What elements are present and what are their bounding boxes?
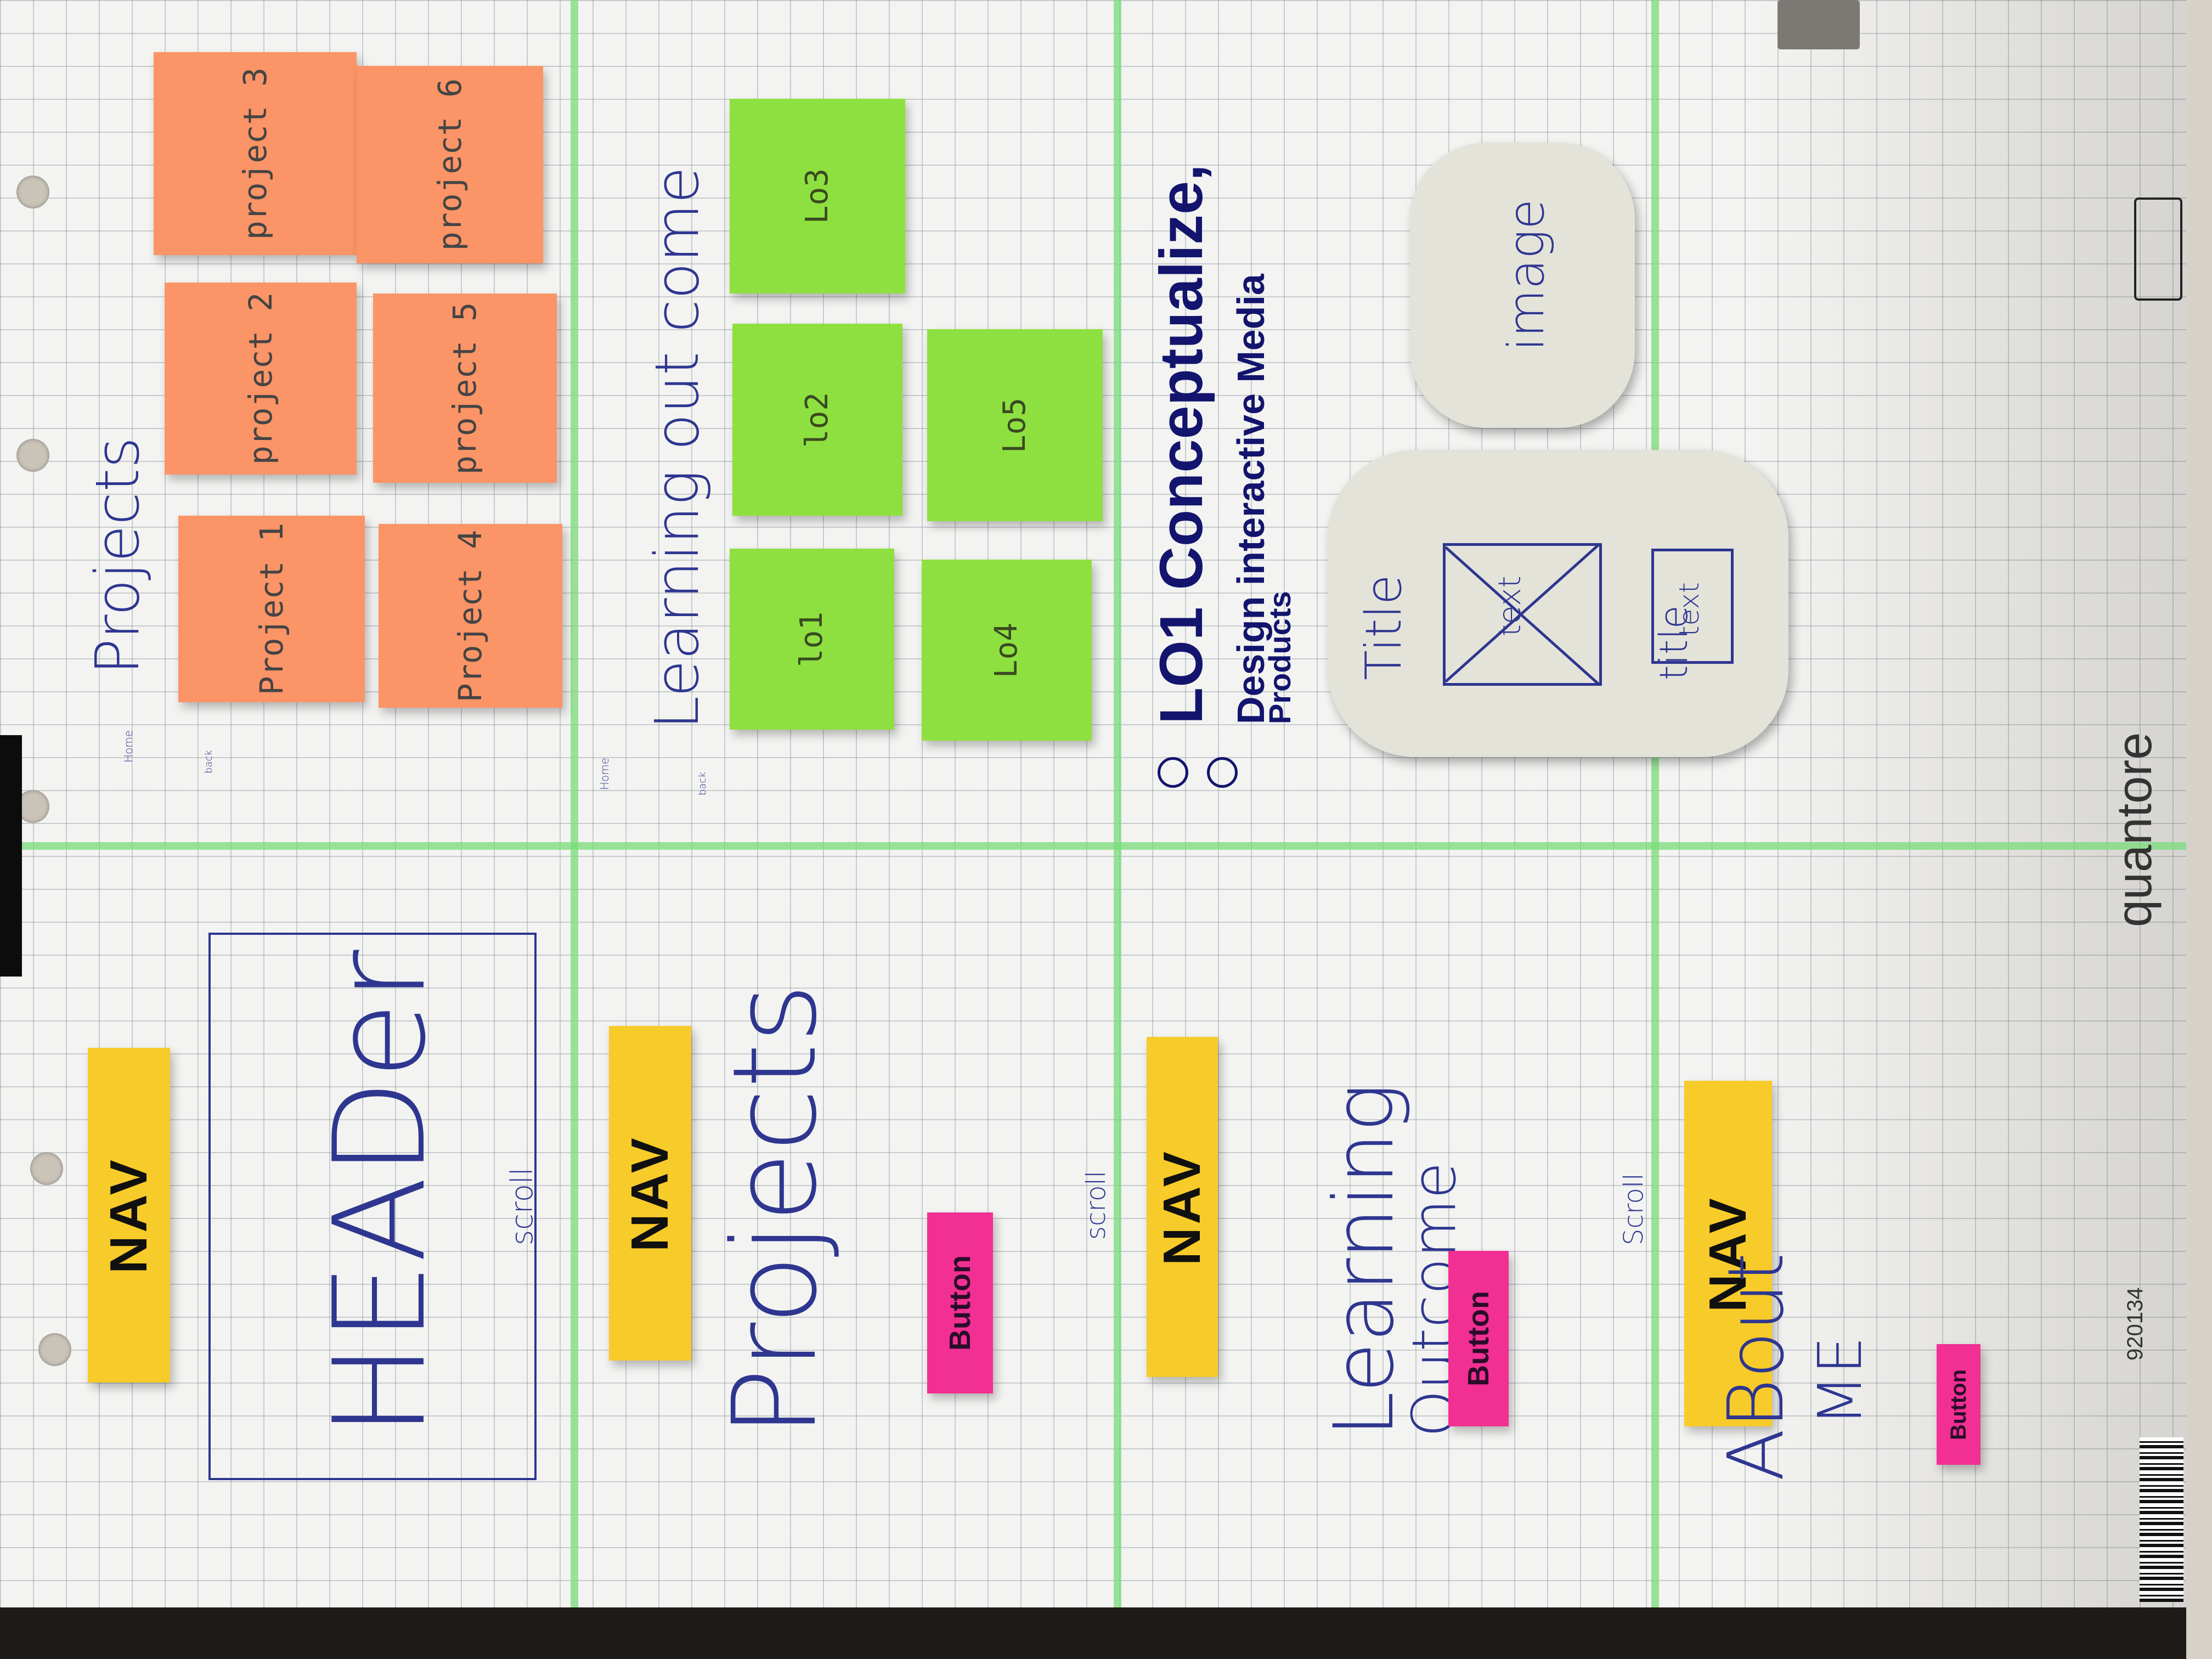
header-scroll-label: scroll xyxy=(505,1167,539,1245)
projects-back-label: back xyxy=(203,750,215,774)
fold-line-vertical-3 xyxy=(1651,0,1659,1607)
learning-note-lo4[interactable]: Lo4 xyxy=(922,560,1092,741)
project-note-4[interactable]: Project 4 xyxy=(379,524,562,708)
nav-bar-header[interactable]: NAV xyxy=(88,1048,170,1383)
header-placeholder xyxy=(208,933,537,1480)
learning-page-title: Learning out come xyxy=(642,166,712,730)
punch-hole xyxy=(16,176,49,208)
project-note-6[interactable]: project 6 xyxy=(357,66,543,263)
black-tape xyxy=(0,735,22,977)
learning-scroll-label: Scroll xyxy=(1618,1173,1649,1245)
punch-hole xyxy=(16,439,49,472)
learning-note-lo2[interactable]: lo2 xyxy=(732,324,902,516)
paper-brand: quantore xyxy=(2107,732,2162,927)
projects-scroll-label: scroll xyxy=(1081,1170,1111,1240)
paper-code: 920134 xyxy=(2123,1287,2147,1361)
paper-logo xyxy=(2134,198,2182,301)
nav-bar-projects[interactable]: NAV xyxy=(609,1026,691,1361)
nav-bar-about[interactable]: NAV xyxy=(1684,1081,1772,1426)
image-label: image xyxy=(1498,199,1555,351)
project-note-1[interactable]: Project 1 xyxy=(178,516,365,702)
project-note-5[interactable]: project 5 xyxy=(373,294,557,483)
about-title-line2: ME xyxy=(1805,1336,1875,1426)
nav-bar-learning[interactable]: NAV xyxy=(1147,1037,1218,1377)
learning-note-lo5[interactable]: Lo5 xyxy=(927,329,1103,521)
card-title: Title xyxy=(1355,574,1413,680)
metal-clip xyxy=(1778,0,1860,49)
content-card: Title text title text xyxy=(1328,450,1788,757)
header-label: HEADer xyxy=(307,950,454,1437)
image-card: image xyxy=(1410,143,1635,428)
projects-button[interactable]: Button xyxy=(927,1212,993,1393)
learning-note-lo3[interactable]: Lo3 xyxy=(730,99,905,294)
table-bottom xyxy=(0,1607,2186,1659)
punch-hole xyxy=(16,790,49,823)
projects-home-label: Home xyxy=(122,730,135,763)
about-button[interactable]: Button xyxy=(1937,1344,1980,1465)
project-note-2[interactable]: project 2 xyxy=(165,283,357,475)
project-note-3[interactable]: project 3 xyxy=(154,52,357,255)
punch-hole xyxy=(38,1333,71,1366)
back-icon[interactable] xyxy=(1207,757,1238,788)
punch-hole xyxy=(30,1152,63,1185)
grid-paper-sheet: Projects Home back Project 1 project 2 p… xyxy=(0,0,2186,1607)
learning-board-title-line1: Learning xyxy=(1317,1083,1412,1437)
fold-line-vertical-2 xyxy=(1114,0,1121,1607)
fold-line-horizontal xyxy=(0,842,2186,850)
lo1-title: LO1 Conceptualize, xyxy=(1148,164,1215,724)
card-text: text xyxy=(1492,575,1528,636)
paper-shadow xyxy=(1756,0,2186,1607)
learning-button[interactable]: Button xyxy=(1448,1251,1509,1426)
card-text-2: text xyxy=(1673,582,1705,636)
projects-page-title: Projects xyxy=(82,437,153,675)
home-icon[interactable] xyxy=(1158,757,1188,788)
learning-note-lo1[interactable]: lo1 xyxy=(730,549,894,730)
lo1-subtitle-line2: Products xyxy=(1262,591,1297,724)
card-image-placeholder xyxy=(1443,543,1602,686)
projects-board-title: Projects xyxy=(708,983,842,1437)
about-title-line1: ABout xyxy=(1712,1252,1801,1481)
learning-back-label: back xyxy=(697,772,708,795)
barcode xyxy=(2140,1437,2183,1602)
card-text-box xyxy=(1651,549,1734,664)
fold-line-vertical-1 xyxy=(571,0,578,1607)
table-edge xyxy=(2186,0,2212,1659)
learning-home-label: Home xyxy=(598,757,611,790)
